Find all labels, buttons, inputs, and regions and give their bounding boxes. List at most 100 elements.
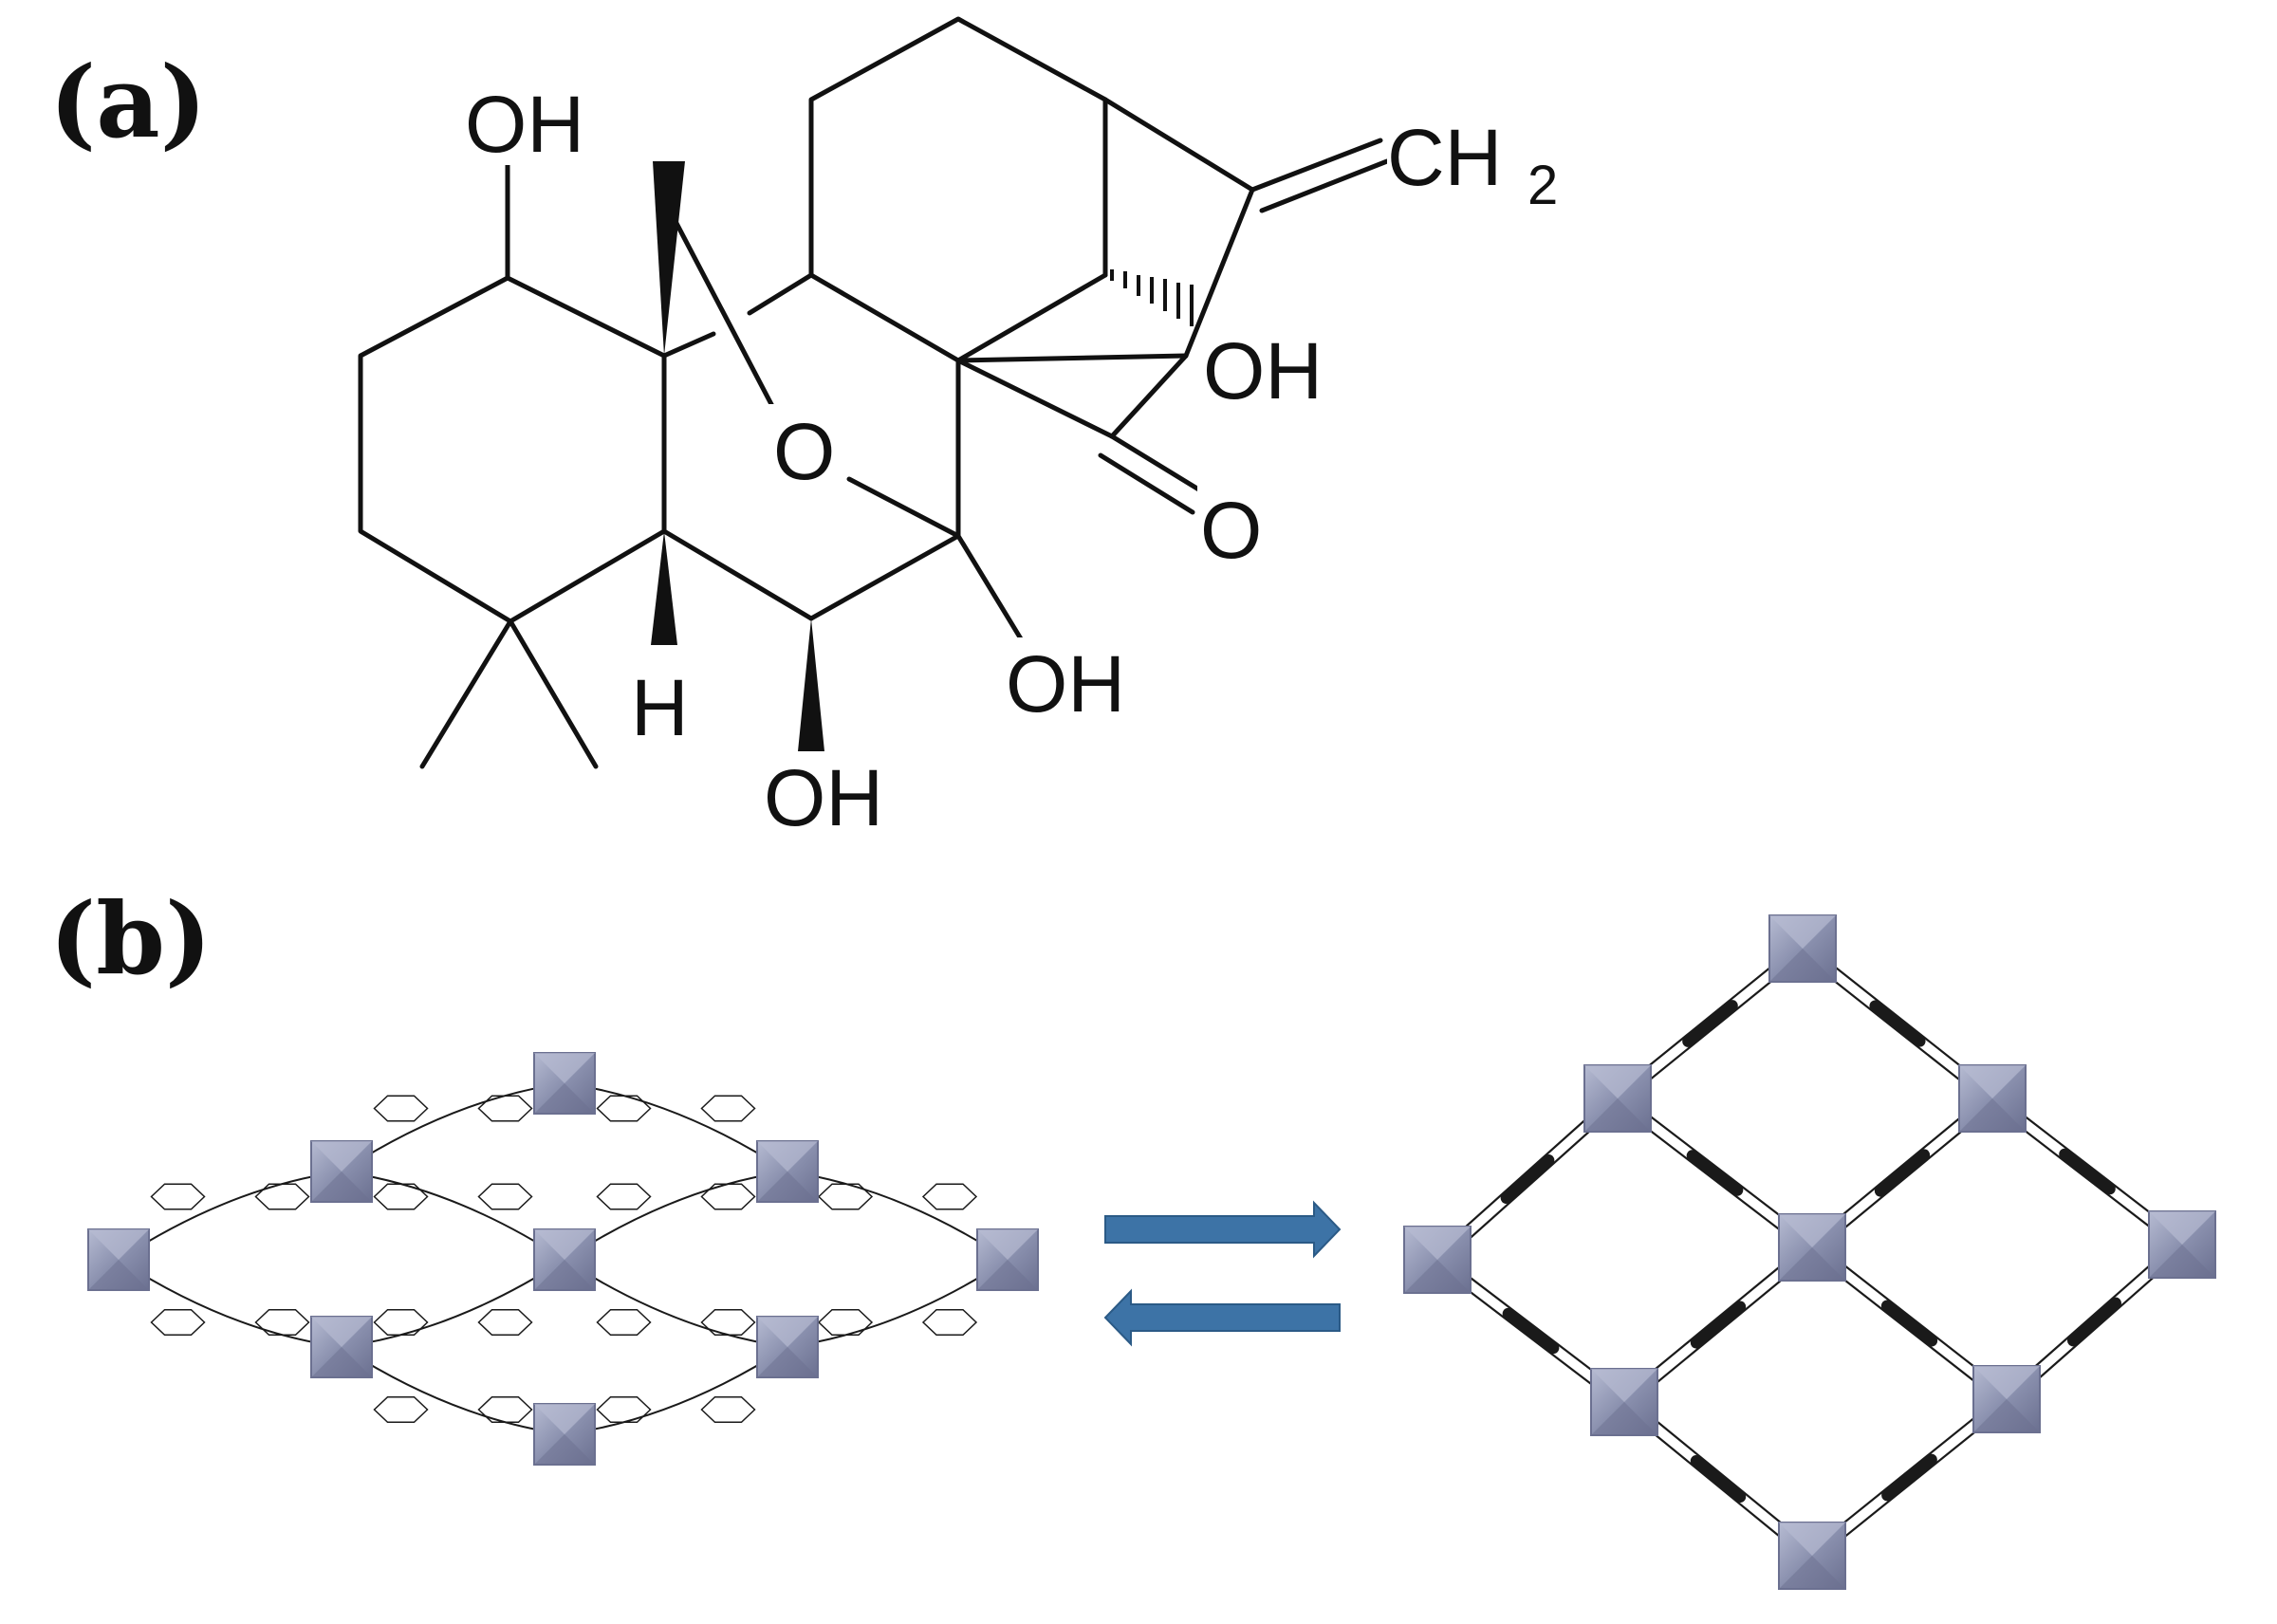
benzene-ring <box>817 1183 874 1210</box>
linker-chain <box>341 1346 565 1435</box>
node-facet <box>311 1347 372 1377</box>
linker-body <box>2066 1297 2122 1347</box>
node-facet <box>311 1141 372 1172</box>
metal-node <box>310 1140 373 1203</box>
bond-c8-c14 <box>955 272 1108 363</box>
node-facet <box>534 1260 595 1290</box>
benzene-ring <box>596 1395 652 1424</box>
node-facet <box>757 1141 818 1172</box>
metal-node <box>1778 1213 1846 1282</box>
benzene-ring <box>254 1308 310 1337</box>
node-facet <box>534 1404 595 1434</box>
benzene-ring <box>150 1308 206 1337</box>
benzene-ring <box>373 1308 429 1337</box>
bond-c6-c7 <box>808 533 961 621</box>
bond-c8-c9 <box>808 272 961 363</box>
bond-c16-c15 <box>1183 187 1255 359</box>
bond-o-c7 <box>846 476 961 539</box>
linker-chain <box>564 1171 788 1261</box>
benzene-ring <box>817 1308 874 1337</box>
linker-chain <box>564 1346 788 1435</box>
benzene-ring <box>921 1183 978 1210</box>
benzene-ring <box>477 1095 533 1122</box>
linker-body <box>1682 1000 1738 1047</box>
atom-h: H <box>631 663 689 752</box>
arrow-forward <box>1104 1200 1342 1259</box>
metal-node <box>1590 1368 1658 1436</box>
ring-c-bonds <box>808 16 1108 278</box>
linker-chain <box>787 1171 1009 1261</box>
node-facet <box>2149 1245 2215 1278</box>
node-facet <box>2149 1211 2215 1245</box>
benzene-ring <box>596 1095 652 1122</box>
node-facet <box>88 1229 149 1260</box>
benzene-ring <box>921 1308 978 1337</box>
metal-node <box>756 1140 819 1203</box>
metal-node <box>533 1052 596 1115</box>
metal-node <box>533 1403 596 1466</box>
linker-body <box>1880 1300 1938 1347</box>
atom-oh-right: OH <box>1203 326 1323 415</box>
bond-c5-c6 <box>661 528 814 621</box>
node-facet <box>1973 1399 2040 1432</box>
metal-node <box>1958 1064 2027 1133</box>
node-facet <box>534 1229 595 1260</box>
linker-chain <box>118 1259 342 1348</box>
benzene-ring <box>477 1395 533 1424</box>
arrow-backward <box>1103 1288 1341 1347</box>
node-facet <box>1591 1369 1657 1402</box>
node-facet <box>311 1172 372 1202</box>
linker-chain <box>564 1082 788 1172</box>
benzene-ring <box>373 1395 429 1424</box>
linker-body <box>1690 1301 1747 1349</box>
benzene-ring <box>700 1183 756 1210</box>
node-facet <box>1779 1522 1845 1556</box>
node-facet <box>534 1434 595 1465</box>
node-facet <box>757 1317 818 1347</box>
metal-node <box>976 1228 1039 1291</box>
node-facet <box>1959 1065 2026 1098</box>
metal-node <box>310 1316 373 1378</box>
metal-node <box>2148 1210 2216 1279</box>
node-facet <box>1779 1247 1845 1281</box>
bond-c7-oh <box>955 533 1027 648</box>
linker-body <box>1686 1150 1744 1196</box>
node-facet <box>757 1172 818 1202</box>
benzene-ring <box>596 1308 652 1337</box>
bond-exo-1 <box>1250 138 1383 193</box>
linker-chain <box>564 1259 788 1348</box>
metal-node <box>1778 1522 1846 1590</box>
bond-exo-2 <box>1259 158 1390 213</box>
atom-o-bridge: O <box>773 407 835 496</box>
node-facet <box>1779 1556 1845 1589</box>
atom-ch2: CH <box>1387 113 1502 202</box>
benzene-ring <box>373 1183 429 1210</box>
hash-bond-oh <box>1110 269 1194 326</box>
benzene-ring <box>150 1183 206 1210</box>
linker-chain <box>118 1171 342 1261</box>
panel-label-a: (a) <box>49 44 207 160</box>
wedge-bridge <box>653 161 685 356</box>
benzene-ring <box>373 1095 429 1122</box>
wedge-oh <box>798 618 824 751</box>
equilibrium-arrows <box>1103 1200 1342 1347</box>
bond-c15-c8 <box>955 353 1189 363</box>
right-framework <box>1403 914 2216 1590</box>
linker-body <box>1502 1307 1560 1355</box>
metal-node <box>533 1228 596 1291</box>
node-facet <box>534 1083 595 1114</box>
bond-c8-carbonyl <box>955 358 1115 439</box>
node-facet <box>1404 1260 1471 1293</box>
bond-co-2 <box>1098 452 1195 515</box>
node-facet <box>1769 915 1836 949</box>
metal-node <box>756 1316 819 1378</box>
benzene-ring <box>700 1308 756 1337</box>
linker-body <box>1881 1453 1937 1502</box>
node-facet <box>1769 949 1836 982</box>
atom-oh-bottom: OH <box>764 753 883 842</box>
node-facet <box>1591 1402 1657 1435</box>
metal-node <box>1972 1365 2041 1433</box>
benzene-ring <box>254 1183 310 1210</box>
linker-body <box>1500 1153 1555 1205</box>
